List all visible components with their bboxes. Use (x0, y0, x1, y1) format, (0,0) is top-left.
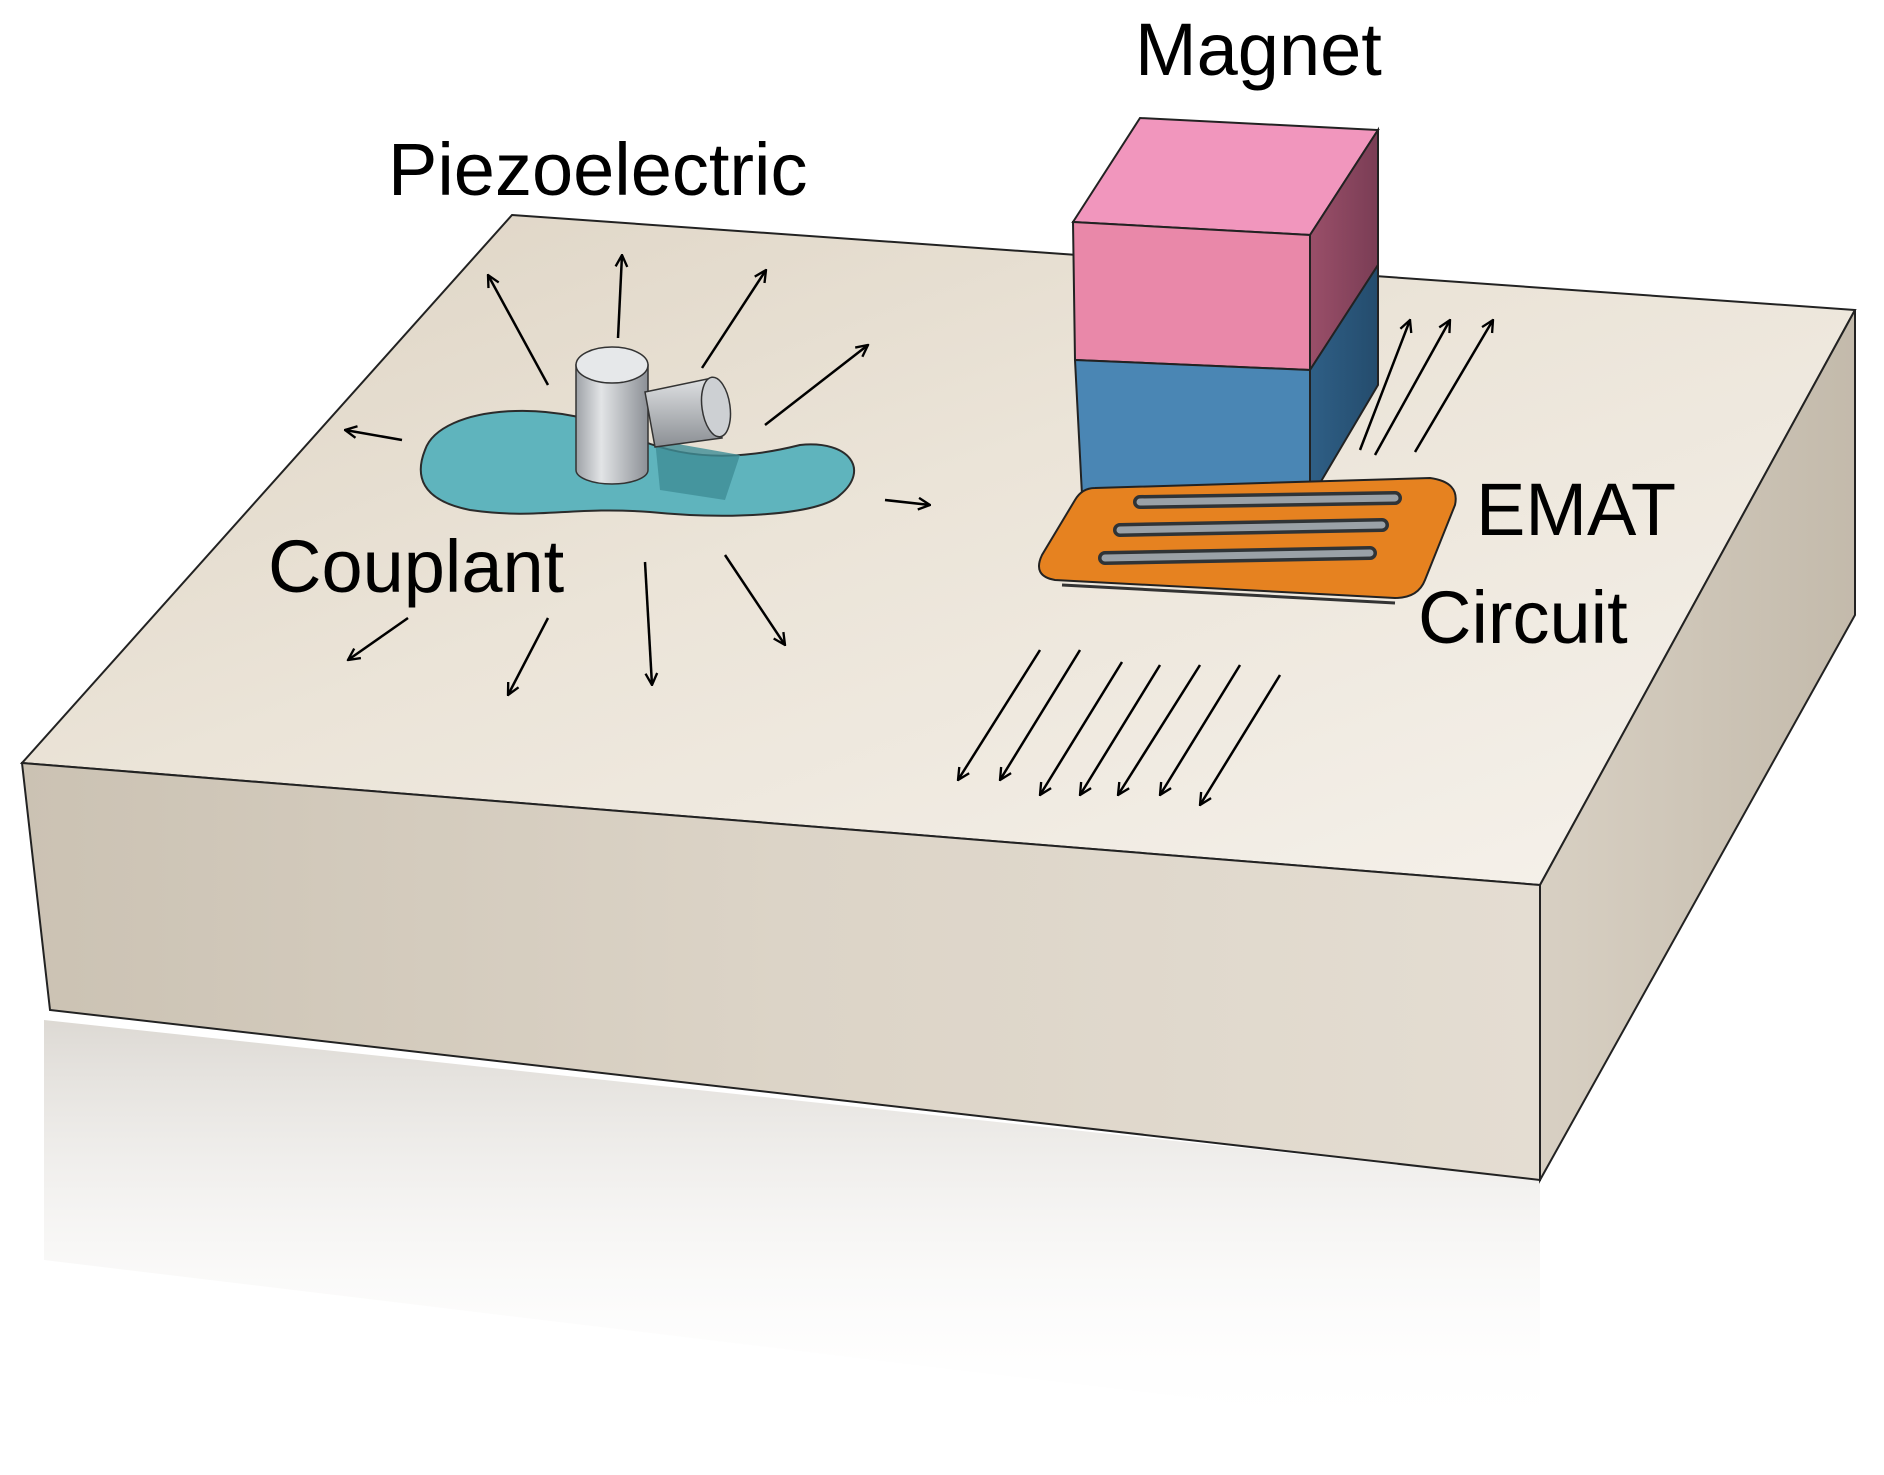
arrow (1413, 320, 1493, 453)
emat-forward-arrows (1358, 320, 1493, 456)
piezoelectric-transducer-icon (575, 346, 732, 485)
plate-side-face (1539, 309, 1856, 1184)
arrow (700, 270, 766, 369)
arrow (764, 345, 868, 426)
magnet-label: Magnet (1135, 8, 1382, 91)
arrow (643, 561, 652, 685)
arrow (1080, 664, 1162, 795)
arrow (1373, 320, 1450, 456)
arrow (1040, 661, 1124, 795)
arrow (1358, 320, 1410, 451)
couplant-shadow (655, 440, 740, 500)
emat-label-line2: Circuit (1418, 576, 1628, 659)
plate-reflection (44, 1020, 1540, 1440)
piezoelectric-label: Piezoelectric (388, 128, 808, 211)
couplant-label: Couplant (268, 525, 565, 608)
arrow (1160, 664, 1242, 795)
arrow (508, 617, 550, 695)
arrow (1118, 664, 1202, 795)
emat-label-line1: EMAT (1476, 468, 1676, 551)
steel-plate-block (19, 213, 1857, 1184)
arrow (1000, 649, 1082, 780)
emat-backward-arrows (958, 649, 1282, 805)
permanent-magnet-icon (1071, 116, 1380, 504)
arrow (884, 500, 930, 505)
emat-meander-coil-icon (1038, 476, 1457, 605)
arrow (958, 649, 1042, 780)
arrow (1200, 674, 1282, 805)
arrow (348, 616, 409, 660)
piezo-wave-arrows (345, 255, 930, 695)
arrow (723, 554, 785, 645)
arrow (488, 275, 550, 386)
arrow (345, 430, 403, 442)
arrow (618, 255, 622, 339)
